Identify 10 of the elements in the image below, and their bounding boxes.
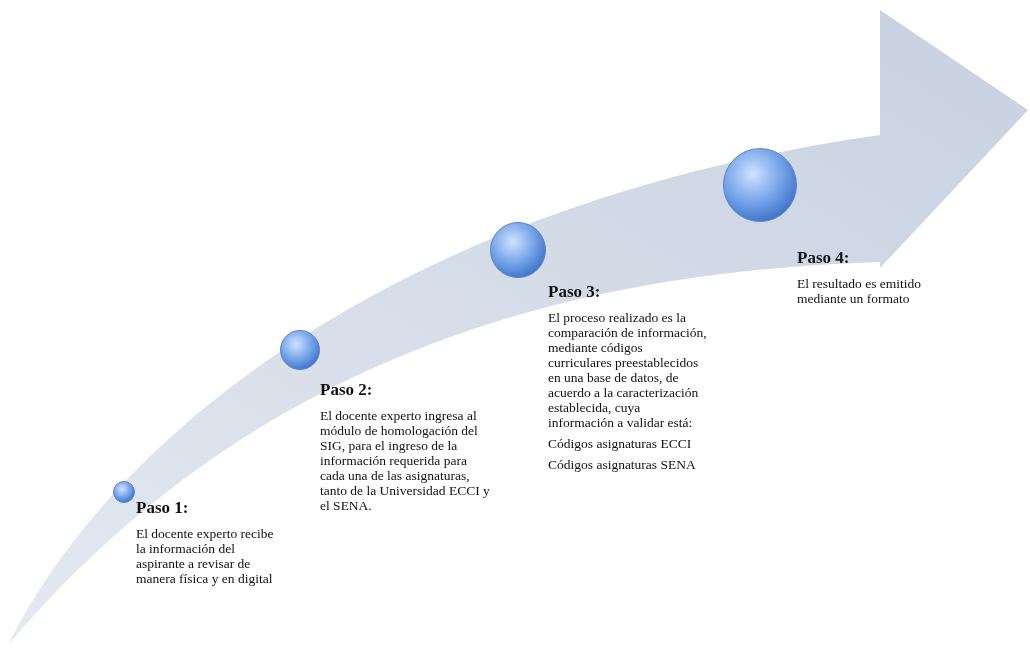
step-heading: Paso 3: xyxy=(548,282,602,302)
step-description: Códigos asignaturas ECCI xyxy=(548,436,693,451)
step-description: El proceso realizado es la comparación de información, mediante códigos curriculares preestablecidos en una base de datos, de acuerdo a la caracterización establecida, cuya información a validar está: xyxy=(548,310,708,430)
step-heading: Paso 2: xyxy=(320,380,374,400)
step-heading: Paso 4: xyxy=(797,248,851,268)
step-description: Códigos asignaturas SENA xyxy=(548,457,697,472)
step-description: El docente experto ingresa al módulo de homologación del SIG, para el ingreso de la información requerida para cada una de las asignaturas, tanto de la Universidad ECCI y el SENA. xyxy=(320,408,490,513)
step-heading: Paso 1: xyxy=(136,498,190,518)
step-description: El docente experto recibe la información del aspirante a revisar de manera física y en digital xyxy=(136,526,275,586)
step-description: El resultado es emitido mediante un formato xyxy=(797,276,923,306)
